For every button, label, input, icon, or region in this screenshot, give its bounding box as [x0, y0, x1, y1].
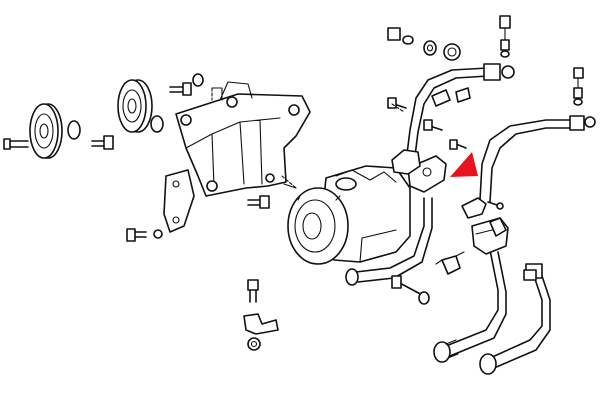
- mounting-bracket: [175, 81, 311, 197]
- hose-right-lower-inner: [433, 249, 507, 363]
- pointer-arrow: [450, 152, 478, 177]
- bolt-lower-vertical: [247, 279, 259, 303]
- hose-clamp-right: [461, 197, 487, 219]
- nut-top-center: [423, 40, 437, 56]
- bolt-upper-right-a: [387, 97, 407, 109]
- hose-clamp-upper: [391, 149, 421, 175]
- bolt-mid-top: [169, 82, 192, 96]
- fitting-cap-top: [387, 27, 414, 45]
- bolt-upper-right-c: [449, 139, 467, 150]
- seal-ring-top: [443, 43, 461, 61]
- service-valve-right: [573, 67, 584, 106]
- bolt-far-left: [3, 138, 29, 150]
- bolt-left-center: [91, 135, 114, 150]
- nut-right-middle: [523, 269, 537, 281]
- service-valve-top-right: [499, 15, 511, 58]
- lock-washer-lower: [247, 337, 261, 351]
- hose-bracket-clip: [435, 251, 465, 275]
- bolt-lower-center: [391, 275, 430, 305]
- hose-upper-left: [405, 63, 515, 165]
- bolt-bracket-lower: [247, 195, 270, 209]
- bracket-gasket: [163, 169, 195, 233]
- bolt-clamp-right: [487, 201, 504, 210]
- idler-pulley-left: [29, 103, 81, 159]
- washer-top-center: [192, 73, 204, 87]
- hose-suction: [345, 197, 433, 286]
- elbow-fitting-right: [489, 217, 507, 237]
- idler-pulley-right: [117, 79, 164, 133]
- bolt-lower-left: [126, 228, 163, 242]
- hose-right-lower-outer: [479, 263, 551, 375]
- bracket-lower: [243, 313, 279, 335]
- clip-upper-middle: [431, 87, 471, 107]
- leader-lines: [211, 87, 405, 189]
- ac-compressor: [287, 165, 411, 265]
- bolt-upper-right-b: [423, 119, 443, 131]
- hose-right-upper: [479, 115, 596, 203]
